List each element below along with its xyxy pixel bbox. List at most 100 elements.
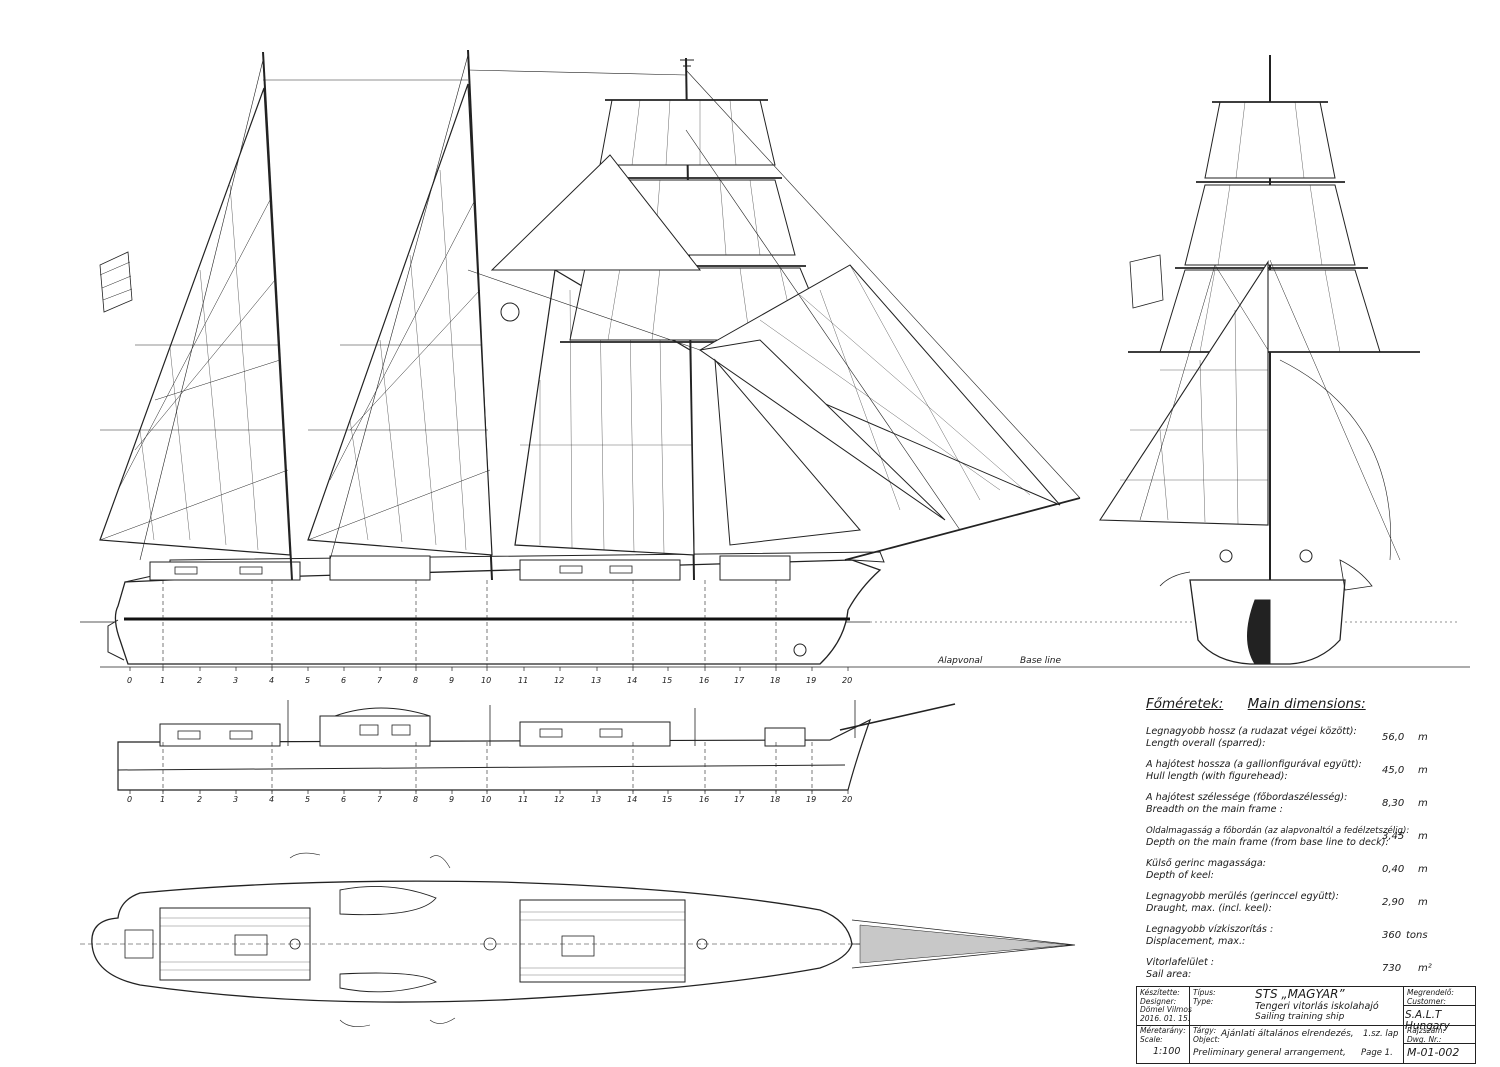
station-label: 8 — [413, 676, 419, 685]
deck-profile — [117, 700, 956, 792]
dimension-row: Legnagyobb merülés (gerinccel együtt): D… — [1146, 891, 1446, 924]
station-label: 20 — [842, 795, 853, 804]
station-label: 14 — [627, 676, 638, 685]
scale-label-hu: Méretarány: — [1140, 1026, 1186, 1035]
station-label: 2 — [197, 676, 203, 685]
station-label: 1 — [160, 795, 166, 804]
station-label: 12 — [554, 676, 565, 685]
designer-cell: Készítette: Designer: Dömel Vilmos 2016.… — [1140, 988, 1192, 1023]
main-dimensions-table: Főméretek: Main dimensions: Legnagyobb h… — [1146, 696, 1446, 990]
dimension-label-en: Depth of keel: — [1146, 870, 1214, 881]
front-view — [1099, 55, 1420, 665]
customer-name: S.A.L.T Hungary — [1405, 1009, 1450, 1032]
dimension-value: 360 — [1382, 930, 1402, 941]
dimension-unit: m — [1418, 897, 1428, 908]
dimension-label-hu: Legnagyobb hossz (a rudazat végei között… — [1146, 726, 1357, 737]
dimension-value: 45,0 — [1382, 765, 1405, 776]
object-en: Preliminary general arrangement, — [1193, 1048, 1346, 1058]
designer-label-hu: Készítette: — [1140, 988, 1180, 997]
dimension-row: Vitorlafelület : Sail area: 730 m² — [1146, 957, 1446, 990]
dimension-value: 730 — [1382, 963, 1402, 974]
dimension-label-en: Length overall (sparred): — [1146, 738, 1266, 749]
customer-label-en: Customer: — [1407, 996, 1446, 1006]
dimension-label-en: Draught, max. (incl. keel): — [1146, 903, 1272, 914]
customer-label-hu: Megrendelő: — [1407, 988, 1454, 997]
main-dimensions-title-hu: Főméretek: — [1146, 696, 1224, 712]
object-label-hu: Tárgy: — [1193, 1026, 1217, 1035]
dimension-label-hu: A hajótest hossza (a gallionfigurával eg… — [1146, 759, 1362, 770]
dimension-label-en: Displacement, max.: — [1146, 936, 1246, 947]
type-label: Típus: Type: — [1193, 988, 1216, 1006]
dimension-value: 56,0 — [1382, 732, 1405, 743]
side-elevation — [80, 49, 1470, 668]
station-label: 11 — [518, 795, 529, 804]
station-label: 6 — [341, 676, 347, 685]
station-label: 11 — [518, 676, 529, 685]
station-label: 17 — [734, 795, 745, 804]
dimension-row: A hajótest hossza (a gallionfigurával eg… — [1146, 759, 1446, 792]
station-label: 8 — [413, 795, 419, 804]
station-label: 9 — [449, 795, 455, 804]
dimension-row: A hajótest szélessége (főbordaszélesség)… — [1146, 792, 1446, 825]
dimension-value: 8,30 — [1382, 798, 1405, 809]
station-label: 2 — [197, 795, 203, 804]
scale-label: Méretarány: Scale: — [1140, 1026, 1186, 1044]
station-label: 7 — [377, 676, 383, 685]
dimension-label-en: Hull length (with figurehead): — [1146, 771, 1288, 782]
dimension-label-hu: Oldalmagasság a főbordán (az alapvonaltó… — [1146, 826, 1410, 836]
station-label: 20 — [842, 676, 853, 685]
station-label: 14 — [627, 795, 638, 804]
ship-type-en: Sailing training ship — [1255, 1012, 1345, 1022]
station-label: 5 — [305, 676, 311, 685]
dwg-label-hu: Rajzszám: — [1407, 1026, 1446, 1035]
dimension-label-hu: Vitorlafelület : — [1146, 957, 1214, 968]
dimension-label-hu: A hajótest szélessége (főbordaszélesség)… — [1146, 792, 1348, 803]
station-label: 4 — [269, 676, 275, 685]
base-line-label-hu: Alapvonal — [938, 656, 983, 666]
dimension-label-hu: Külső gerinc magassága: — [1146, 858, 1266, 869]
dimension-unit: m — [1418, 864, 1428, 875]
drawing-number-label: Rajzszám: Dwg. Nr.: — [1407, 1026, 1446, 1044]
station-label: 10 — [481, 676, 492, 685]
station-label: 0 — [127, 676, 133, 685]
dimension-label-en: Sail area: — [1146, 969, 1192, 980]
dimension-label-hu: Legnagyobb vízkiszorítás : — [1146, 924, 1274, 935]
main-dimensions-heading: Főméretek: Main dimensions: — [1146, 696, 1446, 712]
dimension-unit: m — [1418, 831, 1428, 842]
type-label-en: Type: — [1193, 996, 1214, 1006]
station-label: 3 — [233, 676, 239, 685]
dimension-unit: tons — [1406, 930, 1428, 941]
dimension-label-en: Depth on the main frame (from base line … — [1146, 837, 1389, 848]
dimension-value: 2,90 — [1382, 897, 1405, 908]
customer-label: Megrendelő: Customer: — [1407, 988, 1454, 1006]
dimension-row: Oldalmagasság a főbordán (az alapvonaltó… — [1146, 825, 1446, 858]
object-label: Tárgy: Object: — [1193, 1026, 1220, 1044]
station-label: 9 — [449, 676, 455, 685]
plan-view — [80, 852, 1076, 1027]
scale-label-en: Scale: — [1140, 1034, 1163, 1044]
station-label: 19 — [806, 795, 817, 804]
object-label-en: Object: — [1193, 1034, 1220, 1044]
dimension-value: 0,40 — [1382, 864, 1405, 875]
station-ticks — [129, 667, 849, 794]
station-label: 5 — [305, 795, 311, 804]
station-label: 3 — [233, 795, 239, 804]
station-label: 19 — [806, 676, 817, 685]
station-label: 1 — [160, 676, 166, 685]
station-label: 18 — [770, 676, 781, 685]
dimension-row: Legnagyobb vízkiszorítás : Displacement,… — [1146, 924, 1446, 957]
scale-value: 1:100 — [1153, 1046, 1181, 1057]
station-label: 10 — [481, 795, 492, 804]
main-dimensions-title-en: Main dimensions: — [1247, 696, 1366, 712]
dimension-unit: m — [1418, 765, 1428, 776]
ship-type-hu: Tengeri vitorlás iskolahajó — [1255, 1001, 1379, 1012]
station-label: 16 — [699, 676, 710, 685]
object-hu-page: 1.sz. lap — [1363, 1029, 1399, 1039]
station-label: 18 — [770, 795, 781, 804]
dimension-unit: m — [1418, 732, 1428, 743]
dimension-unit: m² — [1418, 963, 1432, 974]
designer-name: Dömel Vilmos — [1140, 1005, 1192, 1014]
type-label-hu: Típus: — [1193, 988, 1216, 997]
base-line-label-en: Base line — [1020, 656, 1062, 666]
